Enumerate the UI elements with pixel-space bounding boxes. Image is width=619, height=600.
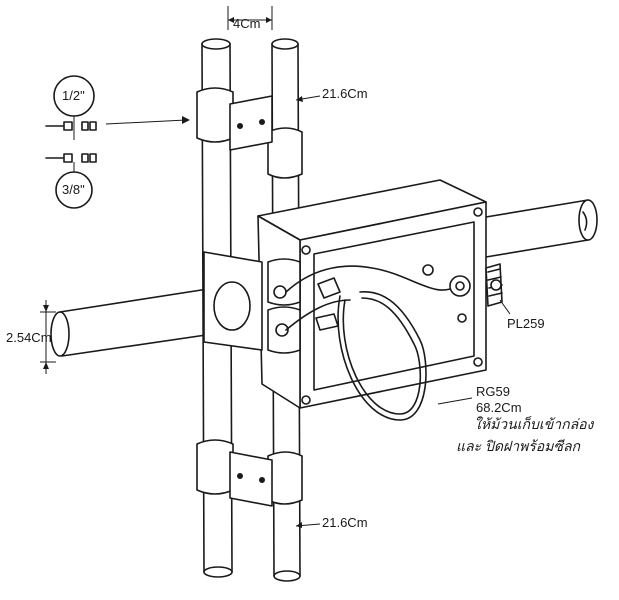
cable-type-label: RG59 <box>476 384 510 399</box>
spacer-brackets <box>229 95 273 507</box>
bottom-length-label: 21.6Cm <box>322 515 368 530</box>
spacing-label: 4Cm <box>233 16 261 31</box>
dimension-lines <box>40 6 511 528</box>
cable-length-label: 68.2Cm <box>476 400 522 415</box>
instruction-line-1: ให้ม้วนเก็บเข้ากล่อง <box>474 416 594 432</box>
clamp-size-top-label: 1/2" <box>62 88 85 103</box>
instruction-line-2: และ ปิดฝาพร้อมซีลก <box>456 438 580 454</box>
pipe-diameter-label: 2.54Cm <box>6 330 52 345</box>
connector-label: PL259 <box>507 316 545 331</box>
clamp-size-bottom-label: 3/8" <box>62 182 85 197</box>
coax-cable-loop <box>337 290 427 421</box>
pl259-connector <box>485 263 503 307</box>
top-length-label: 21.6Cm <box>322 86 368 101</box>
clamp-detail <box>45 75 97 209</box>
boom-clamp <box>203 251 301 354</box>
horizontal-mast-pipe <box>50 199 598 357</box>
